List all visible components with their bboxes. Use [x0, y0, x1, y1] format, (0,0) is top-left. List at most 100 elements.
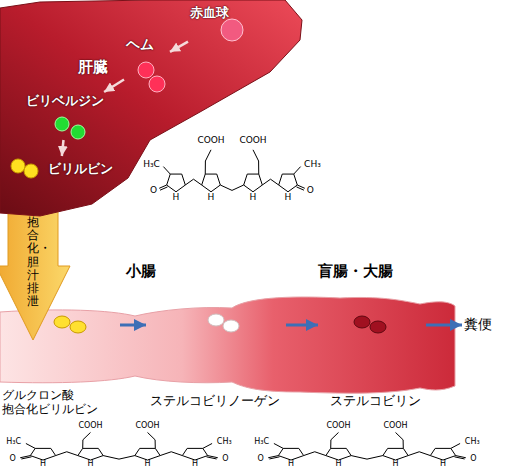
stercobilin-dot	[354, 316, 370, 328]
flow-arrow	[286, 324, 318, 327]
bond-line	[430, 448, 455, 460]
atom-label: H	[440, 460, 446, 468]
bond-line	[454, 457, 464, 459]
bond-line	[262, 179, 278, 185]
stercobilinogen-dot	[208, 314, 224, 326]
flow-arrow	[120, 324, 146, 327]
organ-name: 肝臓	[78, 58, 108, 77]
molecule-name: 糞便	[464, 316, 492, 334]
bond-line	[167, 174, 186, 192]
label-anchor: O	[154, 190, 161, 199]
bond-line	[163, 167, 170, 174]
bond-line	[206, 457, 216, 459]
atom-label: H	[285, 193, 292, 202]
atom-label: H₃C	[143, 159, 160, 168]
bond-line	[351, 456, 383, 460]
atom-label: O	[307, 186, 314, 195]
biliverdin-dot	[71, 125, 85, 139]
atom-label: CH₃	[217, 438, 232, 446]
atom-label: COOH	[78, 422, 102, 430]
label-anchor: 盲腸・大腸	[318, 264, 393, 279]
label-anchor: H	[339, 464, 345, 469]
stercobilin-dot	[370, 321, 386, 333]
atom-label: H₃C	[6, 438, 21, 446]
molecule-name: ステルコビリノーゲン	[150, 392, 280, 410]
label-anchor: COOH	[253, 140, 280, 149]
bond-line	[274, 443, 283, 448]
process-label: 抱合化・胆汁排泄	[27, 216, 39, 308]
atom-label: O	[9, 455, 15, 463]
intestine-band	[0, 297, 455, 393]
atom-label: H₃C	[254, 438, 269, 446]
bond-line	[160, 452, 182, 456]
bond-line	[103, 456, 135, 460]
bond-line	[78, 448, 103, 460]
atom-label: H	[173, 193, 180, 202]
bond-line	[26, 443, 35, 448]
bilirubin-glucuronide-dot	[70, 321, 86, 333]
atom-label: CH₃	[465, 438, 480, 446]
label-anchor: H	[43, 464, 49, 469]
atom-label: H	[144, 460, 150, 468]
label-anchor: O	[13, 459, 19, 467]
bond-line	[383, 448, 408, 460]
atom-label: H	[208, 193, 215, 202]
tetrapyrrole-formula	[20, 432, 218, 460]
tetrapyrrole-formula	[268, 432, 466, 460]
red-blood-cell	[221, 19, 243, 41]
tetrapyrrole-formula	[159, 150, 305, 192]
atom-label: H	[335, 460, 341, 468]
liver-outline	[0, 0, 302, 216]
bond-line	[83, 432, 91, 448]
label-anchor: COOH	[148, 426, 172, 434]
bond-line	[30, 448, 55, 460]
molecule-group: ビリベルジン	[24, 92, 108, 140]
bond-line	[296, 187, 303, 190]
molecule-name: ビリベルジン	[26, 92, 104, 110]
atom-label: O	[150, 186, 157, 195]
bond-line	[451, 443, 460, 448]
bond-line	[205, 150, 211, 174]
bond-line	[331, 432, 339, 448]
biliverdin-dot	[55, 117, 69, 131]
region-label: 盲腸・大腸	[318, 264, 393, 279]
molecule-group: ビリルビン	[4, 156, 117, 182]
bond-line	[182, 448, 207, 460]
molecule-group: グルクロン酸 抱合化ビリルビン	[2, 312, 120, 420]
bilirubin-glucuronide-dot	[54, 316, 70, 328]
bond-line	[244, 174, 263, 192]
molecule-name: ビリルビン	[48, 160, 113, 178]
atom-label: H	[392, 460, 398, 468]
atom-label: H	[288, 460, 294, 468]
stercobilinogen-dot	[223, 320, 239, 332]
atom-label: H	[192, 460, 198, 468]
label-anchor: H₃C	[21, 442, 36, 450]
molecule-group: 赤血球	[188, 4, 246, 46]
bile-arrow	[0, 200, 70, 340]
bond-line	[203, 443, 212, 448]
bilirubin-dot	[11, 159, 25, 173]
bond-line	[148, 432, 156, 448]
bond-line	[253, 150, 259, 174]
bond-line	[408, 452, 430, 456]
excretion-box: 糞便	[462, 316, 502, 338]
atom-label: COOH	[197, 136, 224, 145]
label-anchor: H	[176, 197, 183, 206]
bond-line	[21, 457, 31, 459]
atom-label: O	[470, 455, 476, 463]
label-anchor: H	[253, 197, 260, 206]
label-anchor: O	[310, 190, 317, 199]
bond-line	[135, 448, 160, 460]
label-anchor: COOH	[91, 426, 115, 434]
label-anchor: H₃C	[160, 164, 177, 173]
molecule-group: ステルコビリノーゲン	[146, 312, 286, 412]
bilirubin-dot	[24, 164, 38, 178]
bond-line	[56, 452, 78, 456]
label-anchor: H	[396, 464, 402, 469]
label-anchor: 小腸	[126, 264, 156, 279]
atom-label: COOH	[135, 422, 159, 430]
atom-label: COOH	[326, 422, 350, 430]
bond-line	[202, 174, 221, 192]
flow-arrow	[426, 324, 462, 327]
